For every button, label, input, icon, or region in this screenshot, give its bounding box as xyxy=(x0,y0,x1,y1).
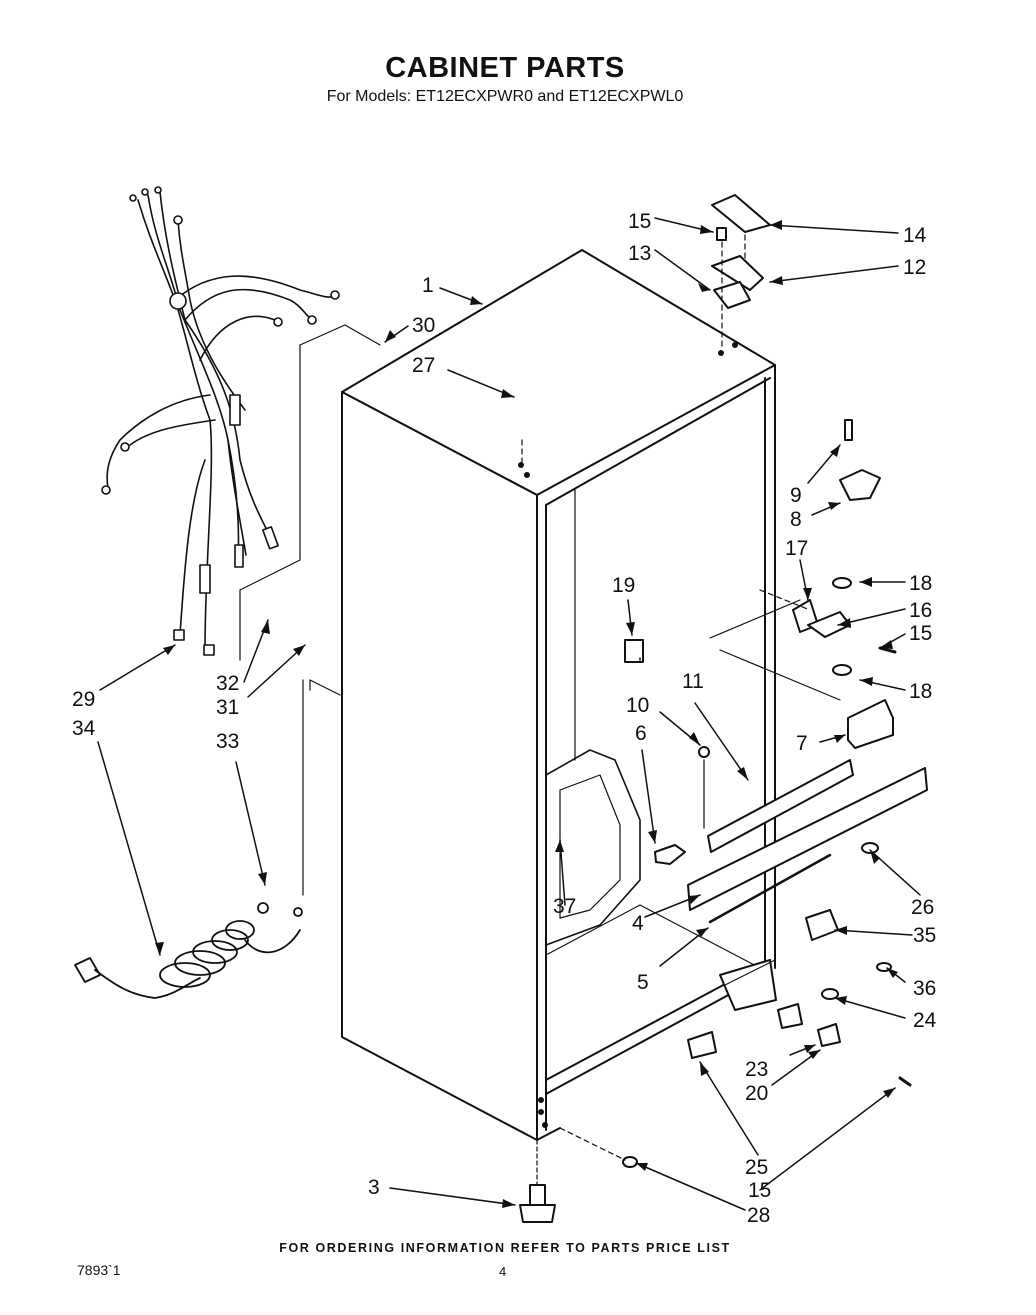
callout-labels: 1 30 27 15 13 14 12 9 8 17 18 16 15 18 1… xyxy=(72,210,937,1227)
callout-23: 23 xyxy=(745,1058,768,1081)
callout-3: 3 xyxy=(368,1176,380,1199)
callout-24: 24 xyxy=(913,1009,937,1032)
page-title: CABINET PARTS xyxy=(385,52,625,84)
callout-18-lower: 18 xyxy=(909,680,932,703)
callout-31: 31 xyxy=(216,696,239,719)
callout-4: 4 xyxy=(632,912,644,935)
callout-26: 26 xyxy=(911,896,934,919)
callout-7: 7 xyxy=(796,732,808,755)
callout-33: 33 xyxy=(216,730,239,753)
callout-27: 27 xyxy=(412,354,435,377)
callout-35: 35 xyxy=(913,924,936,947)
callout-6: 6 xyxy=(635,722,647,745)
ordering-note: FOR ORDERING INFORMATION REFER TO PARTS … xyxy=(279,1241,731,1255)
callout-20: 20 xyxy=(745,1082,768,1105)
callout-15-top: 15 xyxy=(628,210,651,233)
callout-16: 16 xyxy=(909,599,932,622)
callout-14: 14 xyxy=(903,224,927,247)
trim-strip-11 xyxy=(707,759,854,853)
callout-13: 13 xyxy=(628,242,651,265)
wiring-harness xyxy=(101,186,340,656)
callout-29: 29 xyxy=(72,688,95,711)
callout-1: 1 xyxy=(422,274,434,297)
callout-30: 30 xyxy=(412,314,435,337)
trim-strip-4 xyxy=(687,767,928,911)
callout-12: 12 xyxy=(903,256,926,279)
callout-34: 34 xyxy=(72,717,96,740)
cabinet-body xyxy=(341,249,776,1141)
callout-25: 25 xyxy=(745,1156,768,1179)
callout-9: 9 xyxy=(790,484,802,507)
small-parts xyxy=(622,639,912,1168)
arrowheads xyxy=(155,220,898,1208)
callout-18-upper: 18 xyxy=(909,572,932,595)
model-subtitle: For Models: ET12ECXPWR0 and ET12ECXPWL0 xyxy=(326,88,684,105)
callout-8: 8 xyxy=(790,508,802,531)
guide-lines xyxy=(239,324,776,1161)
drawing-code: 7893`1 xyxy=(77,1262,121,1278)
callout-32: 32 xyxy=(216,672,239,695)
callout-19: 19 xyxy=(612,574,635,597)
top-hinge-assembly xyxy=(711,194,771,351)
callout-10: 10 xyxy=(626,694,649,717)
callout-5: 5 xyxy=(637,971,649,994)
center-hinge-assembly xyxy=(709,419,897,701)
callout-15-bottom: 15 xyxy=(748,1179,771,1202)
callout-36: 36 xyxy=(913,977,936,1000)
leveling-leg xyxy=(519,1139,556,1223)
callout-15-mid: 15 xyxy=(909,622,932,645)
callout-28: 28 xyxy=(747,1204,770,1227)
bracket-7 xyxy=(847,699,894,749)
callout-37: 37 xyxy=(553,895,576,918)
power-cord xyxy=(74,902,303,999)
page-number: 4 xyxy=(499,1264,507,1279)
callout-17: 17 xyxy=(785,537,808,560)
callout-11: 11 xyxy=(682,670,704,693)
